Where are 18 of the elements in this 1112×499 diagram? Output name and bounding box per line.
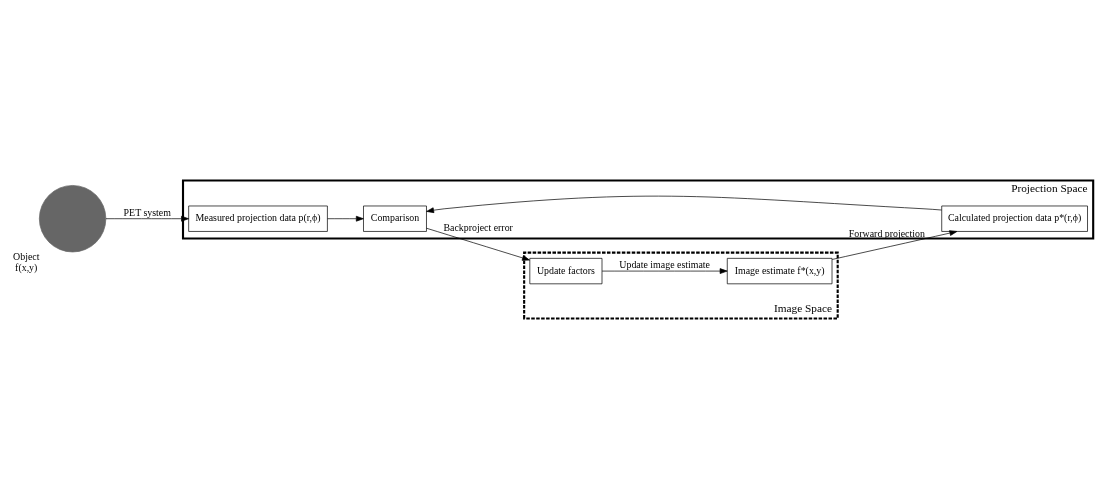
arrow bbox=[831, 230, 958, 260]
node-label: Object bbox=[13, 250, 40, 262]
edge-label: Backproject error bbox=[443, 221, 513, 233]
node-box: Comparison bbox=[363, 205, 427, 232]
node-label: f(x,y) bbox=[15, 261, 38, 273]
edge-label: Forward projection bbox=[848, 228, 925, 240]
node-circle bbox=[38, 185, 107, 253]
node-box: Calculated projection data p*(r,ϕ) bbox=[941, 205, 1088, 232]
arrow bbox=[105, 215, 189, 222]
arrow bbox=[601, 268, 728, 274]
node-box: Image estimate f*(x,y) bbox=[726, 258, 833, 285]
edge-label: PET system bbox=[123, 207, 171, 219]
node-box: Update factors bbox=[529, 258, 603, 285]
node-box: Measured projection data p(r,ϕ) bbox=[188, 205, 328, 232]
arrow bbox=[327, 215, 364, 222]
edge-label: Update image estimate bbox=[619, 259, 710, 271]
arrow bbox=[426, 195, 942, 213]
arrow bbox=[426, 227, 530, 261]
